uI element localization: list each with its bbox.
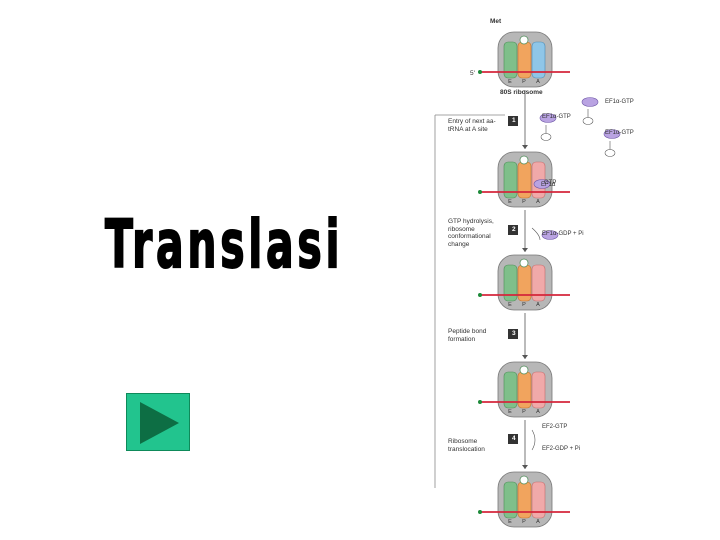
ef2-gdp-label: EF2-GDP + Pi [542, 446, 580, 454]
step-2-label: GTP hydrolysis, ribosome conformational … [448, 218, 503, 248]
step-arrowhead-3 [522, 355, 528, 359]
site-label: A [536, 302, 540, 308]
met-label: Met [490, 18, 501, 26]
site-label: P [522, 519, 526, 525]
ef1a-gtp-label-1: EF1α-GTP [605, 99, 634, 107]
step-3-number: 3 [512, 330, 516, 338]
free-trna-loop-3 [605, 150, 615, 157]
step-3-label: Peptide bond formation [448, 328, 498, 343]
ef1a-gdp-label: EF1α-GDP + Pi [542, 231, 584, 239]
five-prime-label: 5' [470, 70, 475, 78]
trna-marker-5 [520, 476, 528, 484]
mrna-start-5 [478, 510, 482, 514]
step-4-number: 4 [512, 435, 516, 443]
mrna-start-4 [478, 400, 482, 404]
site-label: A [536, 409, 540, 415]
ribosome-label: 80S ribosome [500, 89, 543, 97]
step-2-number: 2 [512, 226, 516, 234]
free-trna-loop-1 [583, 118, 593, 125]
site-label: P [522, 79, 526, 85]
step-1-number: 1 [512, 117, 516, 125]
site-label: A [536, 199, 540, 205]
mrna-start-1 [478, 70, 482, 74]
translocation-arrow [532, 430, 535, 450]
step-arrowhead-2 [522, 248, 528, 252]
free-trna-loop-2 [541, 134, 551, 141]
ef1a-factor-1 [582, 98, 598, 107]
site-label: E [508, 199, 512, 205]
ef1a-gtp-label-3: EF1α-GTP [605, 130, 634, 138]
ef1a-gtp-label-2: EF1α-GTP [542, 114, 571, 122]
play-icon [127, 394, 191, 452]
trna-marker-2 [520, 156, 528, 164]
site-label: P [522, 302, 526, 308]
mrna-start-3 [478, 293, 482, 297]
site-label: E [508, 519, 512, 525]
site-label: E [508, 409, 512, 415]
site-label: P [522, 199, 526, 205]
site-label: E [508, 79, 512, 85]
site-label: P [522, 409, 526, 415]
ef1a-gtp-bound-label: GTP [544, 180, 556, 188]
trna-marker-3 [520, 259, 528, 267]
step-1-label: Entry of next aa-tRNA at A site [448, 118, 498, 133]
trna-marker-1 [520, 36, 528, 44]
step-arrowhead-4 [522, 465, 528, 469]
mrna-start-2 [478, 190, 482, 194]
trna-marker-4 [520, 366, 528, 374]
ef2-gtp-label: EF2-GTP [542, 424, 567, 432]
play-button[interactable] [126, 393, 190, 451]
step-4-label: Ribosome translocation [448, 438, 498, 453]
translation-diagram: E P A E P A E P A E P A E P A Met 5' 80S ribosome Entr… [420, 10, 650, 530]
step-arrowhead-1 [522, 145, 528, 149]
site-label: E [508, 302, 512, 308]
release-arrow-2 [532, 228, 540, 240]
site-label: A [536, 79, 540, 85]
site-label: A [536, 519, 540, 525]
page-title: Translasi [105, 200, 254, 290]
